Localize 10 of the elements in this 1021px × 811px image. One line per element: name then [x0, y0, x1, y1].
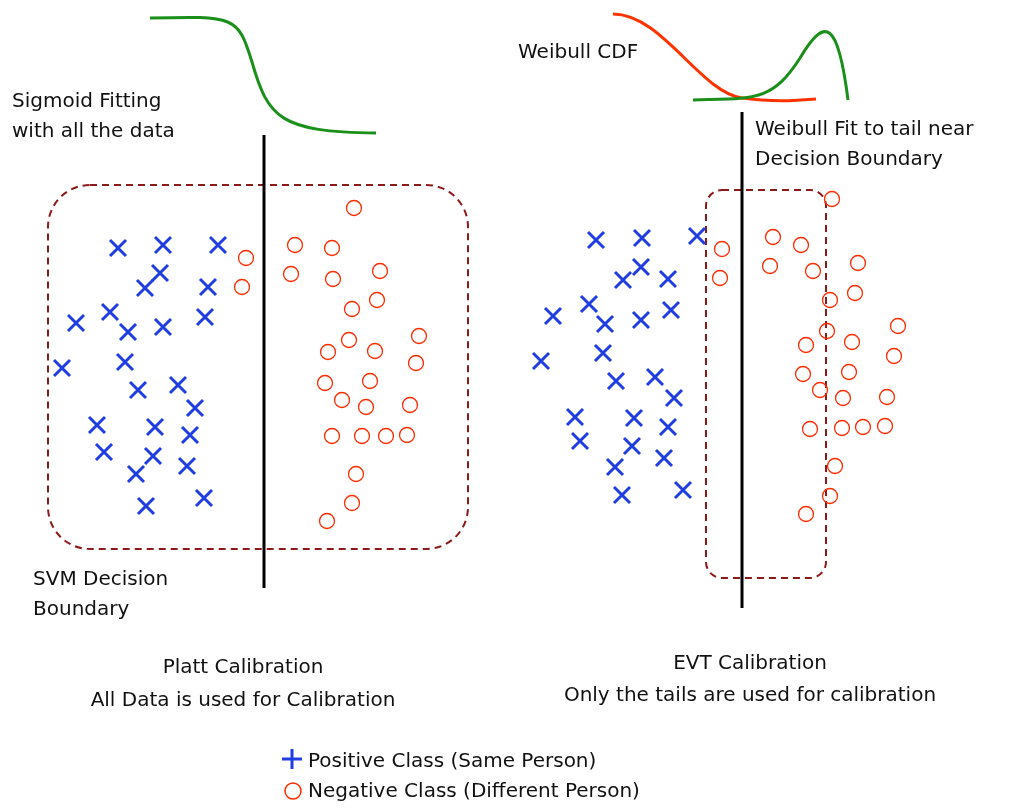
- legend-text: Negative Class (Different Person): [308, 777, 640, 804]
- panel-caption: Platt Calibration: [161, 653, 325, 680]
- legend-text: Positive Class (Same Person): [308, 747, 597, 774]
- panel-caption: All Data is used for Calibration: [89, 686, 397, 713]
- annotation-text: Weibull Fit to tail near Decision Boundary: [755, 115, 975, 172]
- panel-caption: Only the tails are used for calibration: [562, 681, 938, 708]
- annotation-text: Weibull CDF: [518, 38, 640, 65]
- annotation-text: Sigmoid Fitting with all the data: [12, 87, 176, 144]
- annotation-text: SVM Decision Boundary: [33, 565, 170, 622]
- panel-caption: EVT Calibration: [672, 649, 828, 676]
